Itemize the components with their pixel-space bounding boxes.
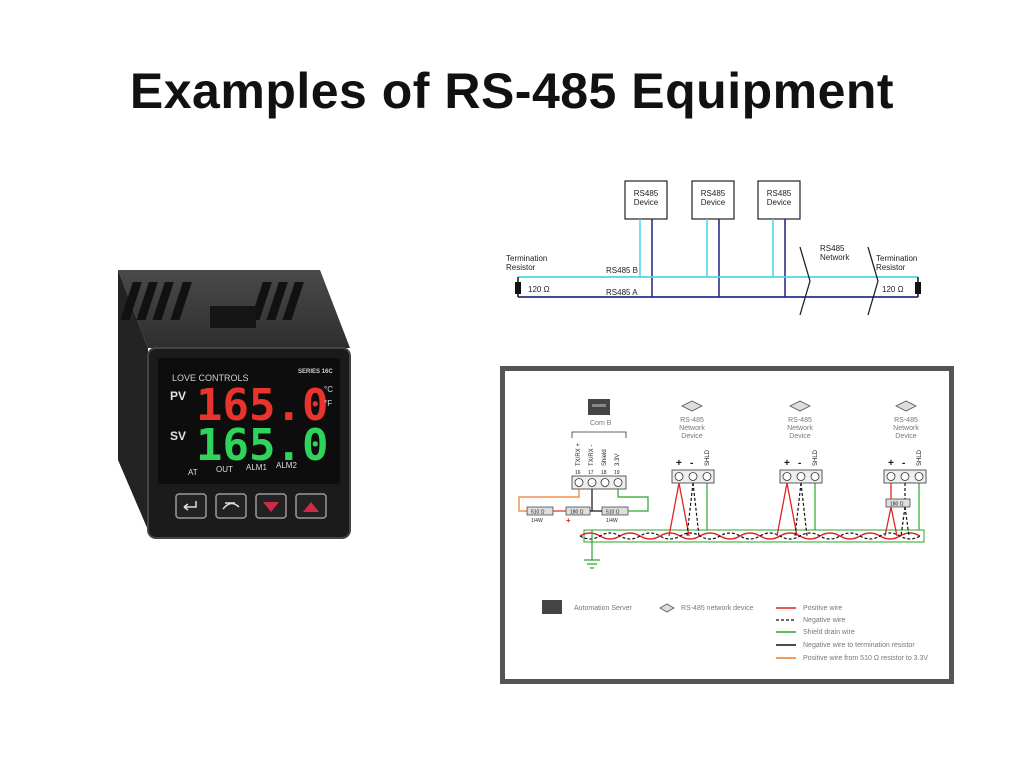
left-resistor-label: 120 Ω bbox=[528, 285, 550, 294]
svg-text:+: + bbox=[566, 516, 571, 525]
pin-number-1: 16 bbox=[575, 470, 581, 476]
left-resistor-symbol bbox=[515, 282, 521, 294]
up-triangle-icon bbox=[303, 502, 319, 512]
cycle-arrow-icon bbox=[222, 502, 240, 510]
positive-twisted-wire bbox=[579, 532, 921, 540]
unit-f: °F bbox=[324, 399, 332, 408]
wiring-diagram-frame bbox=[500, 366, 954, 684]
wiring-legend: Automation Server RS-485 network device … bbox=[542, 600, 928, 662]
resistor-label-3: 510 Ω bbox=[606, 510, 620, 516]
controller-series: SERIES 16C bbox=[298, 369, 333, 375]
node-term-shld-3: SHLD bbox=[917, 449, 923, 466]
legend-server-icon bbox=[542, 600, 562, 614]
shield-jacket bbox=[583, 529, 925, 543]
node-term-shld-1: SHLD bbox=[705, 449, 711, 466]
legend-server: Automation Server bbox=[574, 605, 633, 612]
svg-text:+: + bbox=[676, 458, 682, 469]
return-arrow-icon bbox=[183, 501, 197, 511]
network-break-left bbox=[799, 246, 811, 316]
rs485-wiring-diagram: Com B TX/RX + TX/RX - Shield 3.3V 16 17 … bbox=[500, 366, 954, 684]
line-a-label: RS485 A bbox=[606, 288, 638, 297]
right-resistor-label: 120 Ω bbox=[882, 285, 904, 294]
pin-label-2: TX/RX - bbox=[589, 445, 595, 466]
network-device-icon bbox=[789, 400, 811, 412]
right-resistor-label: 180 Ω bbox=[890, 502, 904, 508]
legend-device-icon bbox=[659, 603, 675, 613]
line-b-label: RS485 B bbox=[606, 266, 638, 275]
pin-label-3: Shield bbox=[602, 449, 608, 466]
pin-label-4: 3.3V bbox=[615, 454, 621, 466]
svg-text:+: + bbox=[888, 458, 894, 469]
resistor-label-2: 180 Ω bbox=[570, 510, 584, 516]
indicator-out: OUT bbox=[216, 465, 233, 474]
network-device-icon bbox=[681, 400, 703, 412]
pv-value: 165.0 bbox=[196, 380, 328, 431]
pv-label: PV bbox=[170, 389, 186, 403]
svg-text:-: - bbox=[902, 458, 905, 469]
cycle-button bbox=[215, 493, 247, 519]
indicator-alm1: ALM1 bbox=[246, 463, 267, 472]
svg-text:+: + bbox=[784, 458, 790, 469]
enter-button bbox=[175, 493, 207, 519]
network-break-right bbox=[867, 246, 879, 316]
legend-positive: Positive wire bbox=[803, 605, 842, 612]
resistor-rating-1: 1/4W bbox=[531, 518, 543, 524]
pin-number-3: 18 bbox=[601, 470, 607, 476]
right-resistor-symbol bbox=[915, 282, 921, 294]
node-term-shld-2: SHLD bbox=[813, 449, 819, 466]
sv-label: SV bbox=[170, 429, 186, 443]
com-label: Com B bbox=[590, 420, 612, 427]
negative-twisted-wire bbox=[579, 532, 921, 540]
vent-slots bbox=[120, 282, 304, 320]
pin-number-4: 19 bbox=[614, 470, 620, 476]
legend-pos-term: Positive wire from 510 Ω resistor to 3.3… bbox=[803, 655, 928, 662]
controller-buttons bbox=[175, 493, 327, 519]
resistor-label-1: 510 Ω bbox=[531, 510, 545, 516]
sv-value: 165.0 bbox=[196, 420, 328, 471]
pin-label-1: TX/RX + bbox=[576, 443, 582, 466]
indicator-at: AT bbox=[188, 468, 198, 477]
pin-number-2: 17 bbox=[588, 470, 594, 476]
slide-title: Examples of RS-485 Equipment bbox=[129, 63, 895, 119]
legend-neg-term: Negative wire to termination resistor bbox=[803, 642, 915, 649]
controller-display-window bbox=[158, 358, 340, 484]
legend-device: RS-485 network device bbox=[681, 605, 753, 612]
controller-housing-side bbox=[118, 270, 148, 530]
network-device-icon bbox=[895, 400, 917, 412]
indicator-alm2: ALM2 bbox=[276, 461, 297, 470]
com-terminal-block bbox=[571, 475, 627, 490]
svg-text:-: - bbox=[798, 458, 801, 469]
resistor-rating-2: 1/4W bbox=[606, 518, 618, 524]
controller-brand: LOVE CONTROLS bbox=[172, 373, 249, 383]
unit-c: °C bbox=[324, 385, 333, 394]
legend-shield: Shield drain wire bbox=[803, 629, 855, 636]
legend-negative: Negative wire bbox=[803, 617, 846, 624]
down-triangle-icon bbox=[263, 502, 279, 512]
svg-text:-: - bbox=[690, 458, 693, 469]
ground-icon bbox=[584, 559, 600, 569]
temperature-controller-image: LOVE CONTROLS SERIES 16C PV SV 165.0 165… bbox=[118, 270, 351, 539]
